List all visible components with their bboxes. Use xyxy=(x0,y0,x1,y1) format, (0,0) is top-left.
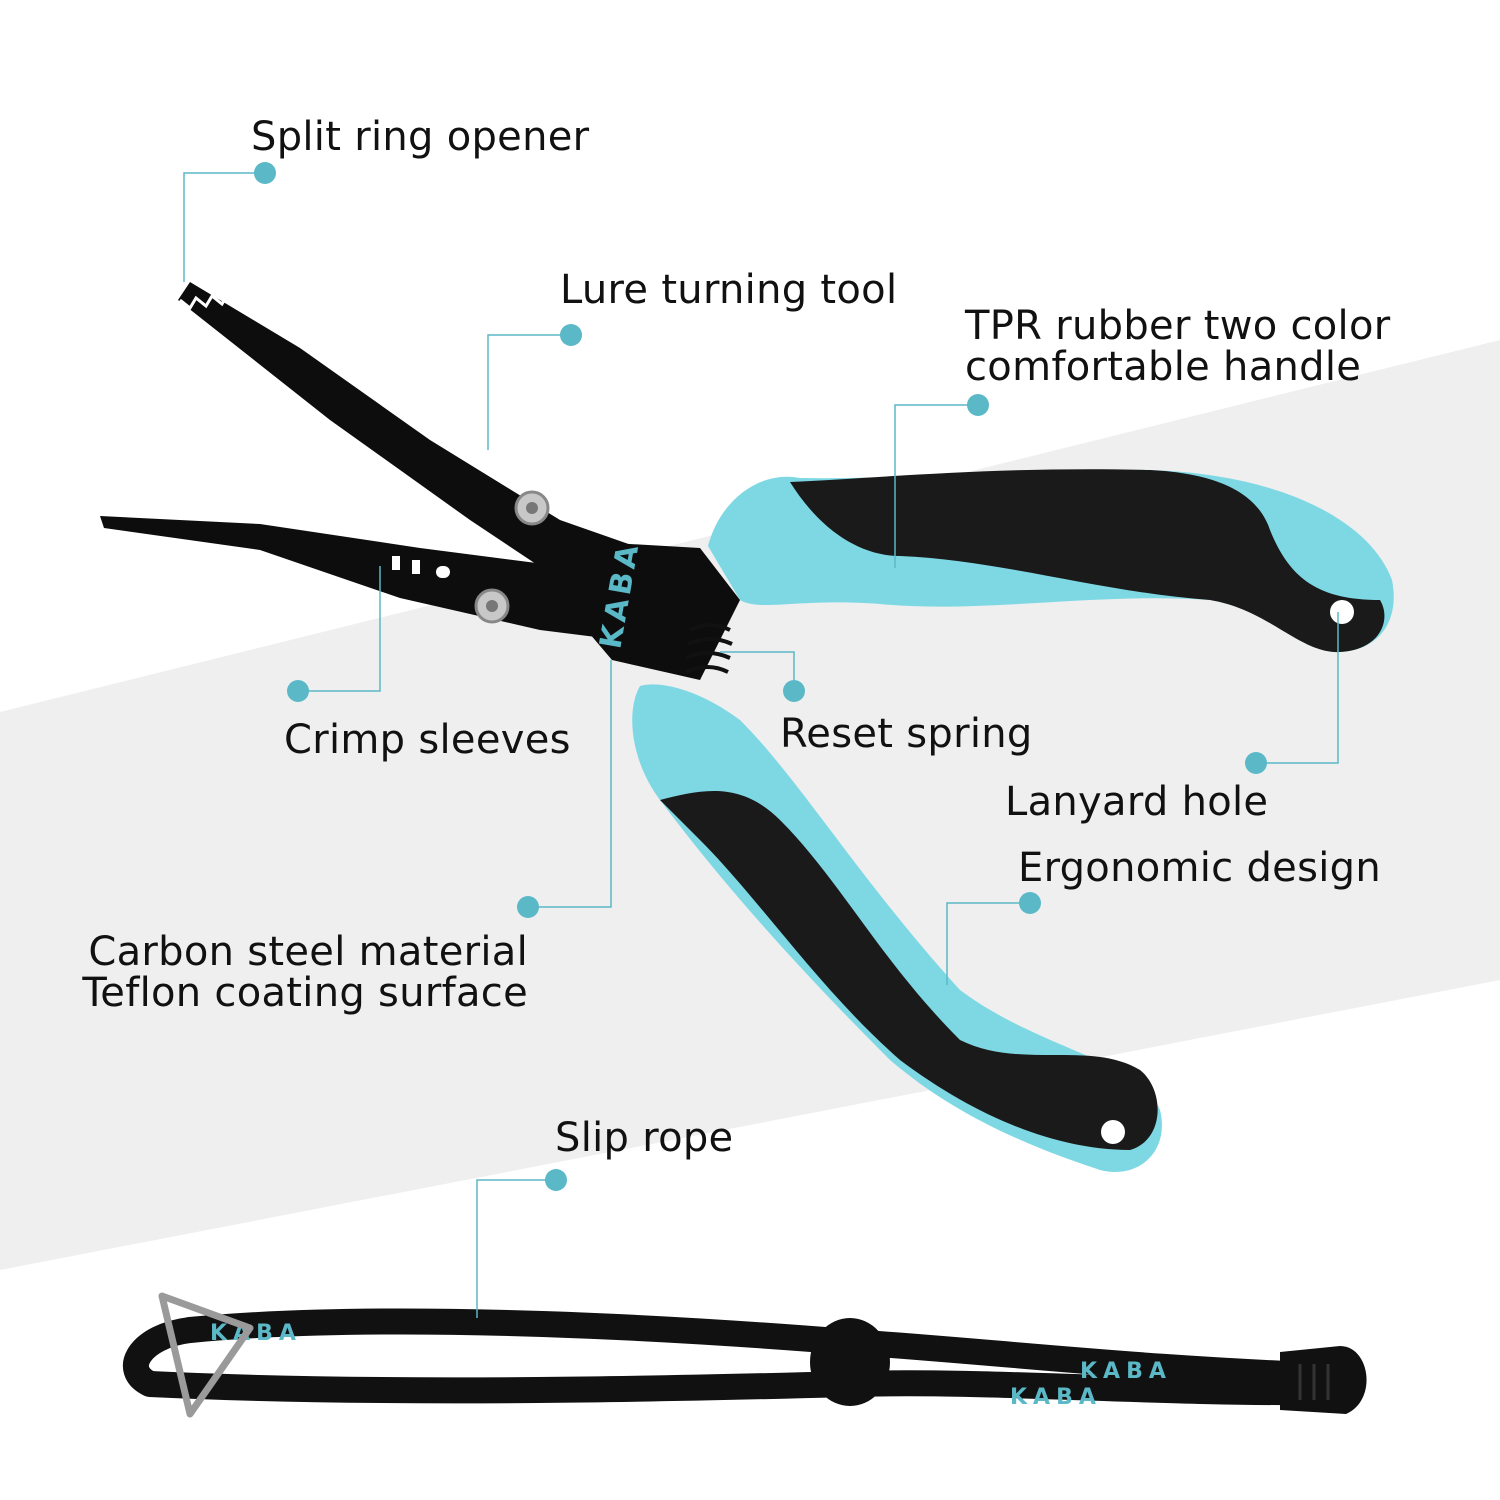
label-slip-rope: Slip rope xyxy=(555,1115,734,1161)
lower-lanyard-hole xyxy=(1101,1120,1125,1144)
label-crimp-sleeves: Crimp sleeves xyxy=(284,717,571,763)
rope-end-clip xyxy=(1280,1346,1367,1414)
label-lanyard-hole: Lanyard hole xyxy=(1005,779,1269,825)
lower-handle-black xyxy=(660,791,1158,1150)
upper-lanyard-hole xyxy=(1330,600,1354,624)
lure-notch xyxy=(425,413,443,437)
rope-end-curve xyxy=(123,1317,193,1396)
callout-dot-split-ring xyxy=(254,162,276,184)
callout-line-lanyard xyxy=(1256,612,1339,764)
lure-notch xyxy=(469,441,487,465)
callout-dot-slip-rope xyxy=(545,1169,567,1191)
lower-handle-teal xyxy=(632,684,1162,1172)
rope-loop-inner xyxy=(137,1370,1353,1406)
upper-jaw-teeth xyxy=(179,279,335,311)
callout-line-lure-tool xyxy=(487,334,571,450)
crimp-notch xyxy=(392,556,400,570)
rivet-upper-center xyxy=(526,502,538,514)
callout-line-crimp xyxy=(298,566,381,692)
label-carbon-steel-line1: Carbon steel material xyxy=(88,929,528,975)
label-lure-turning-tool: Lure turning tool xyxy=(560,267,898,313)
callout-dot-reset-spring xyxy=(783,680,805,702)
triangle-ring xyxy=(158,1292,254,1418)
pliers-image: KABA xyxy=(100,279,1394,1172)
rivet-lower-center xyxy=(486,600,498,612)
reset-spring-coil xyxy=(685,623,733,674)
callouts xyxy=(183,172,1339,1318)
callout-dot-lure-tool xyxy=(560,324,582,346)
label-split-ring-opener: Split ring opener xyxy=(251,114,590,160)
callout-line-ergonomic xyxy=(946,902,1030,985)
rope-print: KABA xyxy=(210,1321,302,1346)
crimp-notch xyxy=(412,560,420,574)
callout-line-tpr-handle xyxy=(894,404,978,568)
label-ergonomic-design: Ergonomic design xyxy=(1018,845,1381,891)
callout-line-slip-rope xyxy=(476,1179,556,1318)
callout-dot-tpr-handle xyxy=(967,394,989,416)
callout-dot-lanyard xyxy=(1245,752,1267,774)
label-tpr-handle: TPR rubber two color comfortable handle xyxy=(965,306,1391,388)
callout-dot-crimp xyxy=(287,680,309,702)
callout-dot-carbon-steel xyxy=(517,896,539,918)
pliers-head xyxy=(560,540,740,680)
rope-print: KABA xyxy=(1080,1359,1172,1384)
rope-stopper xyxy=(810,1318,890,1406)
callout-line-carbon-steel xyxy=(528,660,612,908)
slip-rope-image: KABA KABA KABA xyxy=(123,1292,1367,1418)
callout-dot-ergonomic xyxy=(1019,892,1041,914)
label-reset-spring: Reset spring xyxy=(780,711,1033,757)
label-tpr-handle-line2: comfortable handle xyxy=(965,344,1362,390)
callout-line-reset-spring xyxy=(720,651,795,691)
lure-notch xyxy=(445,427,463,451)
clip-ridges xyxy=(1298,1364,1330,1400)
label-tpr-handle-line1: TPR rubber two color xyxy=(965,303,1391,349)
label-carbon-steel-line2: Teflon coating surface xyxy=(82,970,528,1016)
upper-handle-black xyxy=(790,469,1385,653)
callout-line-split-ring xyxy=(183,172,265,282)
rope-print: KABA xyxy=(1010,1385,1102,1410)
label-carbon-steel: Carbon steel material Teflon coating sur… xyxy=(82,932,528,1014)
crimp-notch xyxy=(436,566,450,578)
